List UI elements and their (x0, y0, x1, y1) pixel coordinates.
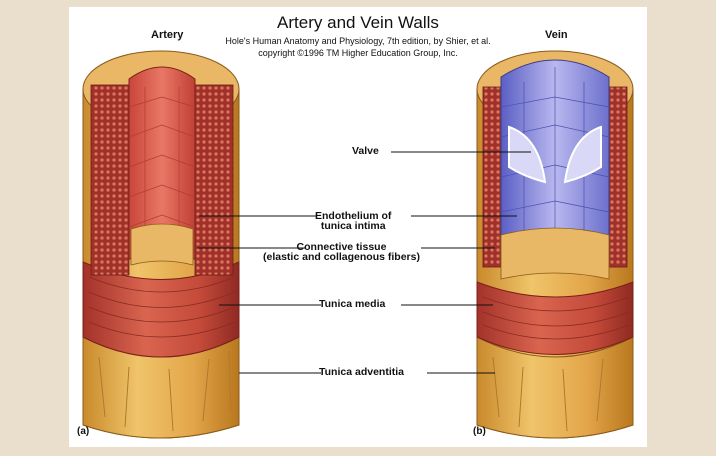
diagram-panel: Artery and Vein Walls Hole's Human Anato… (69, 7, 647, 447)
panel-a-label: (a) (77, 426, 90, 437)
endothelium-label-line1: Endothelium of (315, 210, 392, 222)
artery-label: Artery (151, 29, 184, 41)
citation-text: Hole's Human Anatomy and Physiology, 7th… (225, 36, 491, 58)
tunica-adventitia-label: Tunica adventitia (319, 366, 404, 378)
valve-label: Valve (352, 145, 379, 157)
vein-label: Vein (545, 29, 568, 41)
leader-lines (197, 151, 531, 374)
artery-illustration (82, 50, 240, 439)
tunica-media-label: Tunica media (319, 298, 386, 310)
endothelium-label-line2: tunica intima (320, 220, 386, 232)
illustration (82, 50, 634, 439)
endothelium-label: Endothelium of tunica intima (315, 210, 392, 232)
connective-label-line1: Connective tissue (296, 241, 387, 253)
panel-b-label: (b) (473, 426, 486, 437)
connective-tissue-label: Connective tissue (elastic and collageno… (263, 241, 420, 263)
connective-label-line2: (elastic and collagenous fibers) (263, 251, 420, 263)
vein-illustration (476, 50, 634, 439)
diagram-title: Artery and Vein Walls (277, 13, 439, 32)
